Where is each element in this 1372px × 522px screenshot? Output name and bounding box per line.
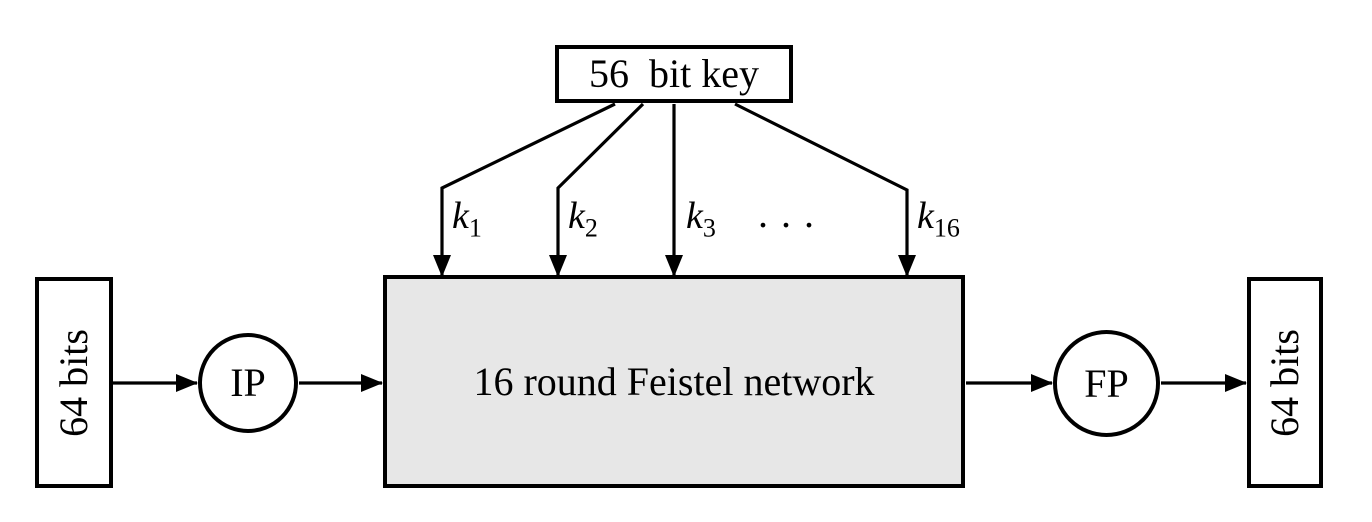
key-box-label: 56 bit key bbox=[589, 51, 759, 96]
round-key-1-sub: 1 bbox=[468, 213, 482, 243]
ip-node: IP bbox=[198, 333, 298, 433]
key-box: 56 bit key bbox=[555, 45, 793, 103]
round-key-label-16: k16 bbox=[917, 195, 960, 241]
round-key-arrow-16 bbox=[734, 102, 916, 277]
round-key-arrow-1 bbox=[433, 102, 616, 277]
output-bits-box: 64 bits bbox=[1247, 277, 1323, 488]
input-bits-box: 64 bits bbox=[35, 277, 113, 488]
round-key-label-1: k1 bbox=[452, 195, 482, 241]
round-key-3-sub: 3 bbox=[702, 213, 716, 243]
feistel-box: 16 round Feistel network bbox=[383, 275, 965, 488]
round-key-3-base: k bbox=[686, 195, 703, 237]
fp-label: FP bbox=[1084, 360, 1129, 406]
round-key-2-base: k bbox=[568, 195, 585, 237]
round-key-arrow-2 bbox=[549, 102, 645, 277]
round-key-1-base: k bbox=[452, 195, 469, 237]
ellipsis-label: ... bbox=[758, 191, 827, 236]
fp-node: FP bbox=[1053, 330, 1160, 437]
feistel-label: 16 round Feistel network bbox=[473, 358, 875, 404]
input-bits-label: 64 bits bbox=[51, 328, 97, 437]
round-key-2-sub: 2 bbox=[584, 213, 598, 243]
round-key-16-sub: 16 bbox=[933, 213, 960, 243]
ip-label: IP bbox=[230, 360, 266, 405]
round-key-label-2: k2 bbox=[568, 195, 598, 241]
round-key-16-base: k bbox=[917, 195, 934, 237]
arrow-group bbox=[113, 102, 1247, 392]
round-key-label-3: k3 bbox=[686, 195, 716, 241]
output-bits-label: 64 bits bbox=[1262, 328, 1308, 437]
